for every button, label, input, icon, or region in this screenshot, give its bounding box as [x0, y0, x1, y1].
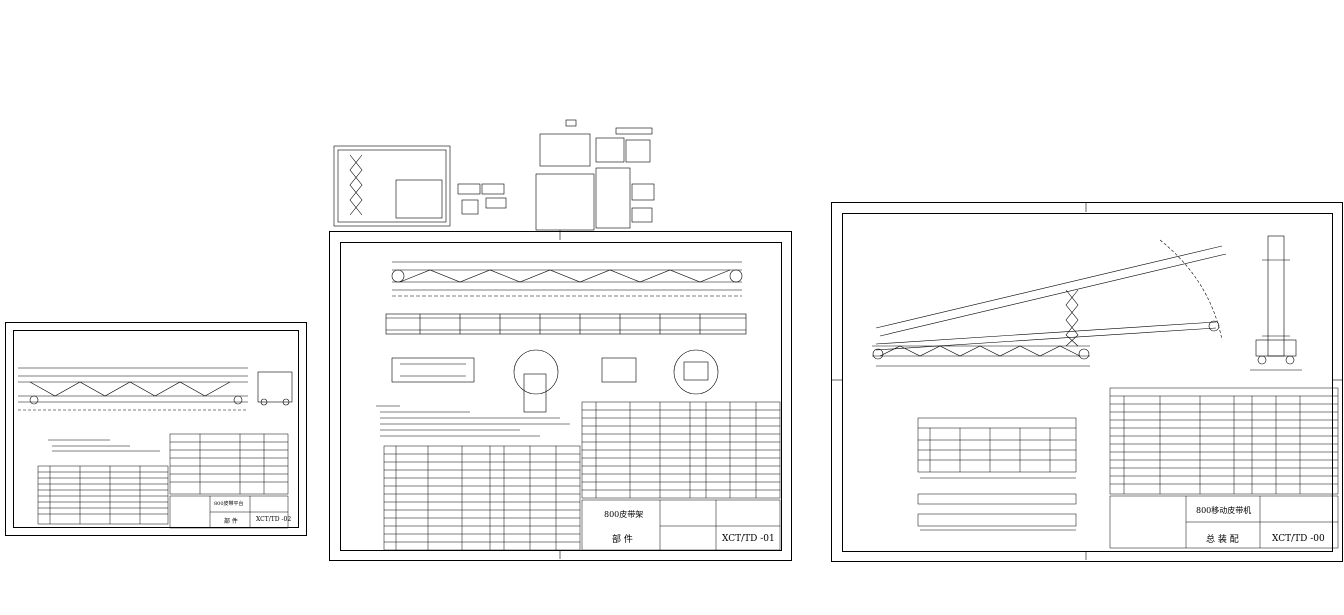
- thumbnail-drawings: [333, 119, 655, 231]
- right-part-label: 总 装 配: [1206, 535, 1239, 545]
- right-drawing-title: 800移动皮带机: [1196, 506, 1252, 515]
- belt-frame-drawing: [385, 261, 747, 413]
- platform-drawing: [18, 367, 293, 411]
- sheet-frame-middle: [340, 242, 782, 551]
- middle-notes: [376, 405, 570, 437]
- right-drawing-number: XCT/TD -00: [1272, 534, 1325, 544]
- middle-drawing-title: 800皮带架: [604, 510, 644, 519]
- drawing-sheet-middle: [329, 231, 792, 561]
- drawing-sheet-right: [831, 202, 1343, 562]
- left-bom-table: [37, 433, 289, 529]
- middle-drawing-number: XCT/TD -01: [722, 534, 775, 544]
- conveyor-assembly-drawing: [872, 235, 1302, 371]
- sheet-frame-right: [842, 213, 1333, 552]
- sheet-frame-left: [13, 330, 299, 528]
- left-drawing-title: 800皮带平台: [214, 501, 244, 507]
- drawing-sheet-left: [5, 322, 307, 536]
- middle-part-label: 部 件: [612, 535, 633, 545]
- left-part-label: 部 件: [224, 518, 238, 525]
- middle-bom-table: [383, 401, 781, 551]
- left-notes: [48, 439, 160, 452]
- right-bom-table: [1109, 387, 1339, 549]
- right-parameter-table: [917, 417, 1077, 531]
- left-drawing-number: XCT/TD -02: [256, 516, 292, 523]
